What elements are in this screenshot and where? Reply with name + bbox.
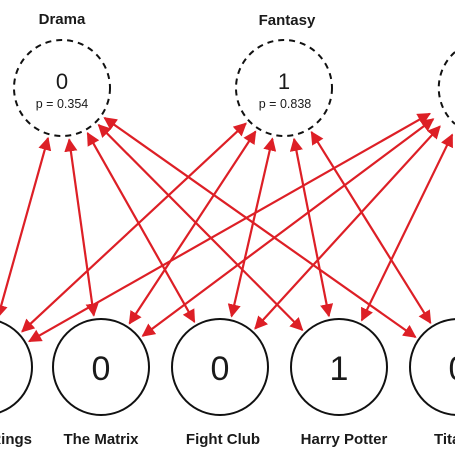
visible-unit-harry-potter: 1 Harry Potter bbox=[290, 318, 388, 448]
edge-h1-v3 bbox=[289, 137, 334, 318]
visible-unit-lord-of-the-rings: 1 Lord of the Rings bbox=[0, 320, 33, 448]
visible-unit-titanic: 0 Titanic bbox=[409, 318, 455, 448]
visible-unit-fight-club-value: 0 bbox=[211, 350, 230, 388]
visible-unit-the-matrix: 0 The Matrix bbox=[52, 318, 150, 448]
edge-h1-v2 bbox=[227, 137, 277, 318]
hidden-unit-drama-probability: p = 0.354 bbox=[36, 97, 89, 111]
visible-unit-titanic-label: Titanic bbox=[434, 431, 455, 448]
edge-h2-v3 bbox=[360, 133, 454, 322]
visible-unit-titanic-value: 0 bbox=[449, 350, 455, 388]
edge-h2-v1 bbox=[141, 118, 435, 337]
hidden-unit-fantasy-value: 1 bbox=[278, 69, 290, 94]
hidden-unit-drama-circle bbox=[13, 39, 111, 137]
visible-unit-fight-club-circle bbox=[171, 318, 269, 416]
visible-unit-the-matrix-value: 0 bbox=[92, 350, 111, 388]
hidden-unit-fantasy-label: Fantasy bbox=[259, 12, 316, 29]
hidden-unit-drama: Drama 0 p = 0.354 bbox=[13, 11, 111, 137]
visible-unit-the-matrix-circle bbox=[52, 318, 150, 416]
visible-unit-lord-of-the-rings-circle bbox=[0, 320, 33, 414]
visible-unit-harry-potter-label: Harry Potter bbox=[301, 431, 388, 448]
hidden-unit-partial-circle bbox=[437, 51, 455, 125]
visible-unit-titanic-circle bbox=[409, 318, 455, 416]
visible-unit-fight-club-label: Fight Club bbox=[186, 431, 260, 448]
visible-unit-fight-club: 0 Fight Club bbox=[171, 318, 269, 448]
edge-h1-v4 bbox=[310, 130, 432, 325]
visible-unit-harry-potter-circle bbox=[290, 318, 388, 416]
visible-unit-harry-potter-value: 1 bbox=[330, 350, 349, 388]
edge-h0-v1 bbox=[64, 138, 99, 317]
hidden-unit-drama-label: Drama bbox=[39, 11, 86, 28]
visible-unit-lord-of-the-rings-label: Lord of the Rings bbox=[0, 431, 32, 448]
hidden-unit-fantasy-probability: p = 0.838 bbox=[259, 97, 312, 111]
edge-h0-v3 bbox=[97, 123, 304, 332]
edge-h0-v2 bbox=[86, 132, 196, 323]
hidden-unit-fantasy-circle bbox=[235, 39, 333, 137]
hidden-unit-fantasy: Fantasy 1 p = 0.838 bbox=[235, 12, 333, 137]
edge-h0-v0 bbox=[0, 136, 52, 319]
edge-h1-v0 bbox=[21, 122, 247, 333]
hidden-unit-drama-value: 0 bbox=[56, 69, 68, 94]
visible-unit-the-matrix-label: The Matrix bbox=[63, 431, 139, 448]
edge-h2-v2 bbox=[254, 125, 441, 330]
edge-layer bbox=[0, 112, 454, 343]
